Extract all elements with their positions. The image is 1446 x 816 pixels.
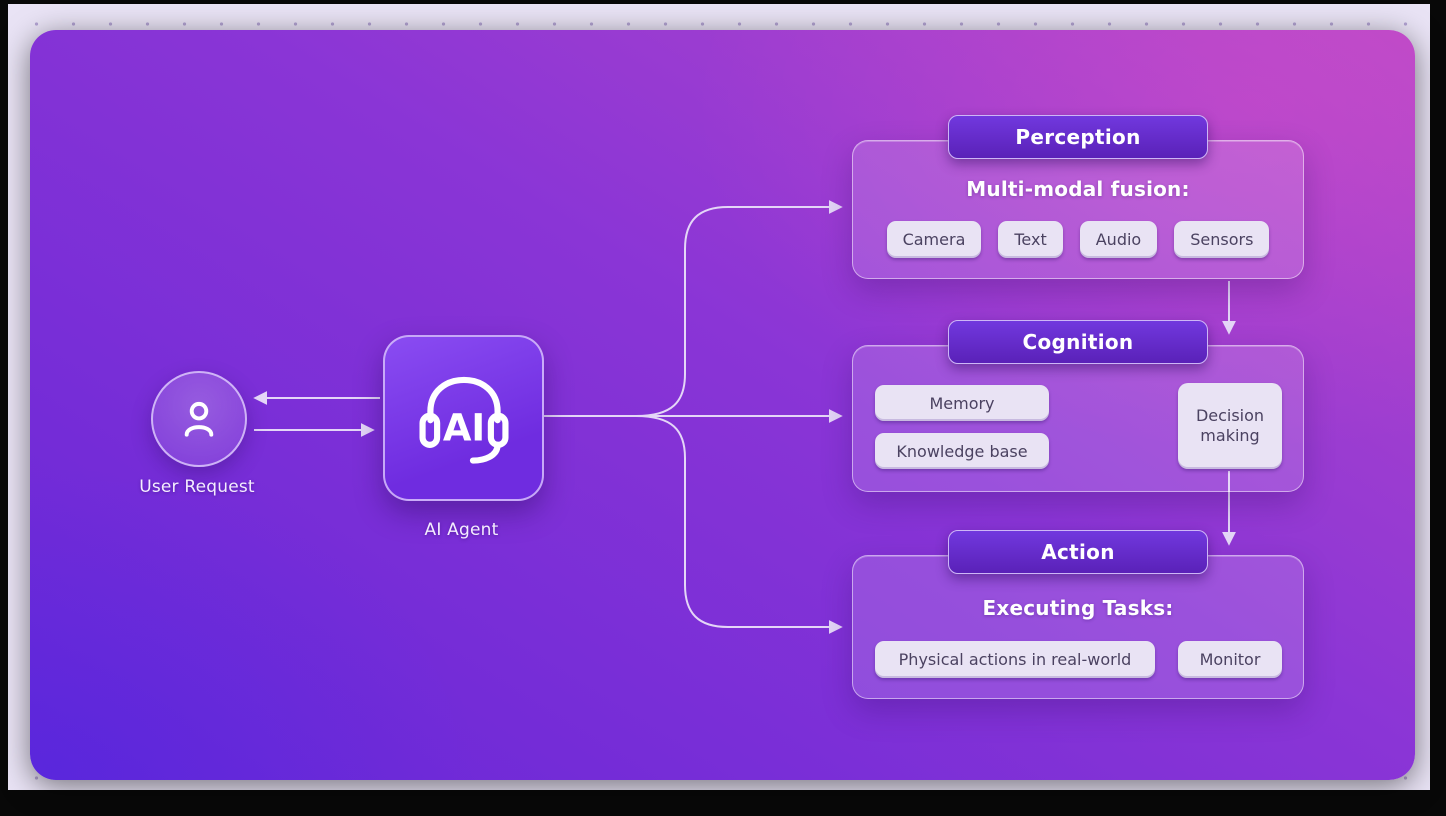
chip-camera: Camera bbox=[886, 221, 982, 258]
chip-memory: Memory bbox=[875, 385, 1049, 421]
chip-physical-actions: Physical actions in real-world bbox=[875, 641, 1155, 678]
arrow-agent-to-perception bbox=[635, 200, 843, 417]
dotted-background-frame: User Request AI AI Agent Perception Mult… bbox=[8, 4, 1430, 790]
perception-subtitle: Multi-modal fusion: bbox=[966, 177, 1190, 201]
decision-making-box: Decision making bbox=[1178, 383, 1282, 469]
ai-agent-node: AI bbox=[383, 335, 544, 501]
chip-text: Text bbox=[998, 221, 1063, 258]
arrow-agent-to-action bbox=[635, 415, 843, 634]
perception-panel: Perception Multi-modal fusion: Camera Te… bbox=[852, 115, 1304, 279]
action-title-badge: Action bbox=[948, 530, 1208, 574]
diagram-canvas: User Request AI AI Agent Perception Mult… bbox=[30, 30, 1415, 780]
perception-title-badge: Perception bbox=[948, 115, 1208, 159]
cognition-title-badge: Cognition bbox=[948, 320, 1208, 364]
chip-knowledge-base: Knowledge base bbox=[875, 433, 1049, 469]
user-request-label: User Request bbox=[139, 477, 255, 497]
person-icon bbox=[184, 401, 214, 437]
action-subtitle: Executing Tasks: bbox=[982, 596, 1174, 620]
ai-agent-label: AI Agent bbox=[424, 520, 499, 540]
user-request-node bbox=[151, 371, 247, 467]
svg-text:AI: AI bbox=[442, 406, 484, 449]
cognition-panel: Cognition Memory Knowledge base Decision… bbox=[852, 320, 1304, 492]
chip-audio: Audio bbox=[1079, 221, 1158, 258]
chip-sensors: Sensors bbox=[1174, 221, 1270, 258]
ai-headset-icon: AI bbox=[418, 376, 509, 464]
action-panel: Action Executing Tasks: Physical actions… bbox=[852, 530, 1304, 699]
perception-chips-row: Camera Text Audio Sensors bbox=[853, 221, 1303, 258]
chip-monitor: Monitor bbox=[1178, 641, 1282, 678]
